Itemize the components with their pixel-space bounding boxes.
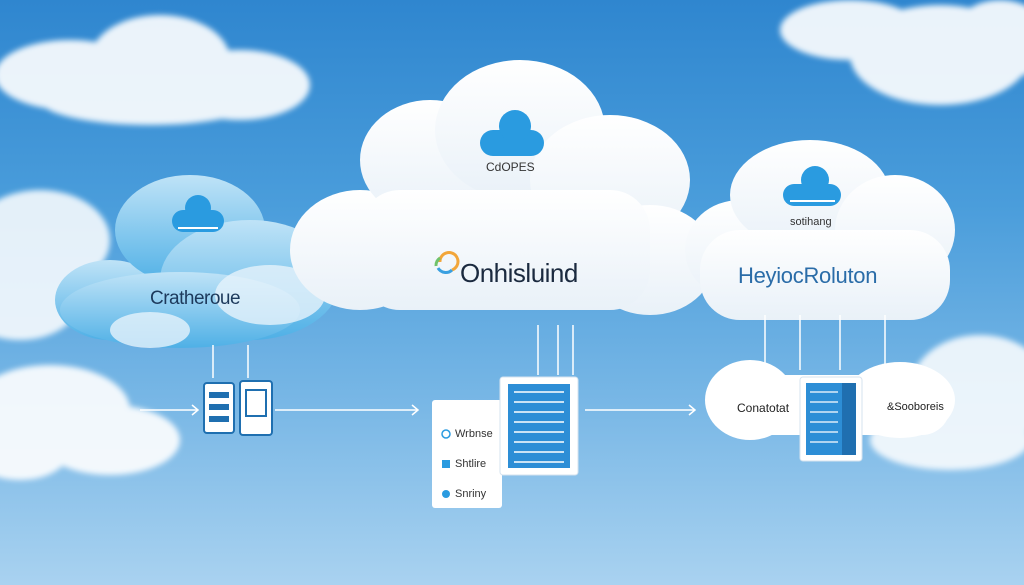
server-rack-icon <box>799 376 863 462</box>
right-cloud-title: HeyiocRoluton <box>738 263 878 288</box>
sky-cloud-left-mid <box>0 190 110 340</box>
connectors <box>212 315 886 378</box>
center-list-panel <box>432 400 502 508</box>
sky-cloud-top-right <box>780 0 1024 105</box>
list-item: Shtlire <box>455 458 487 470</box>
logo-icon <box>434 251 460 274</box>
arrow-right-icon <box>585 404 697 416</box>
server-icon <box>203 382 235 434</box>
right-node-right-label: &Sooboreis <box>887 401 944 413</box>
cloud-icon <box>172 195 224 232</box>
server-rack-icon <box>499 376 579 476</box>
left-cloud-label: Cratheroue <box>150 288 241 309</box>
list-item: Snriny <box>455 488 487 500</box>
center-cloud-title: Onhisluind <box>460 258 578 288</box>
sky-cloud-bottom-left <box>0 365 180 480</box>
sky-cloud-top-left <box>0 15 310 125</box>
right-node-left-label: Conatotat <box>737 401 790 415</box>
device-icon <box>239 380 273 436</box>
list-marker-icon <box>441 429 451 498</box>
arrow-right-icon <box>275 404 420 416</box>
left-cloud <box>55 175 340 348</box>
cloud-icon <box>480 110 544 156</box>
list-item: Wrbnse <box>455 428 493 440</box>
right-cloud <box>685 140 955 320</box>
center-cloud-small-label: CdOPES <box>486 160 535 174</box>
right-cloud-small-label: sotihang <box>790 216 832 228</box>
arrow-right-icon <box>140 404 200 416</box>
cloud-icon <box>783 166 841 206</box>
